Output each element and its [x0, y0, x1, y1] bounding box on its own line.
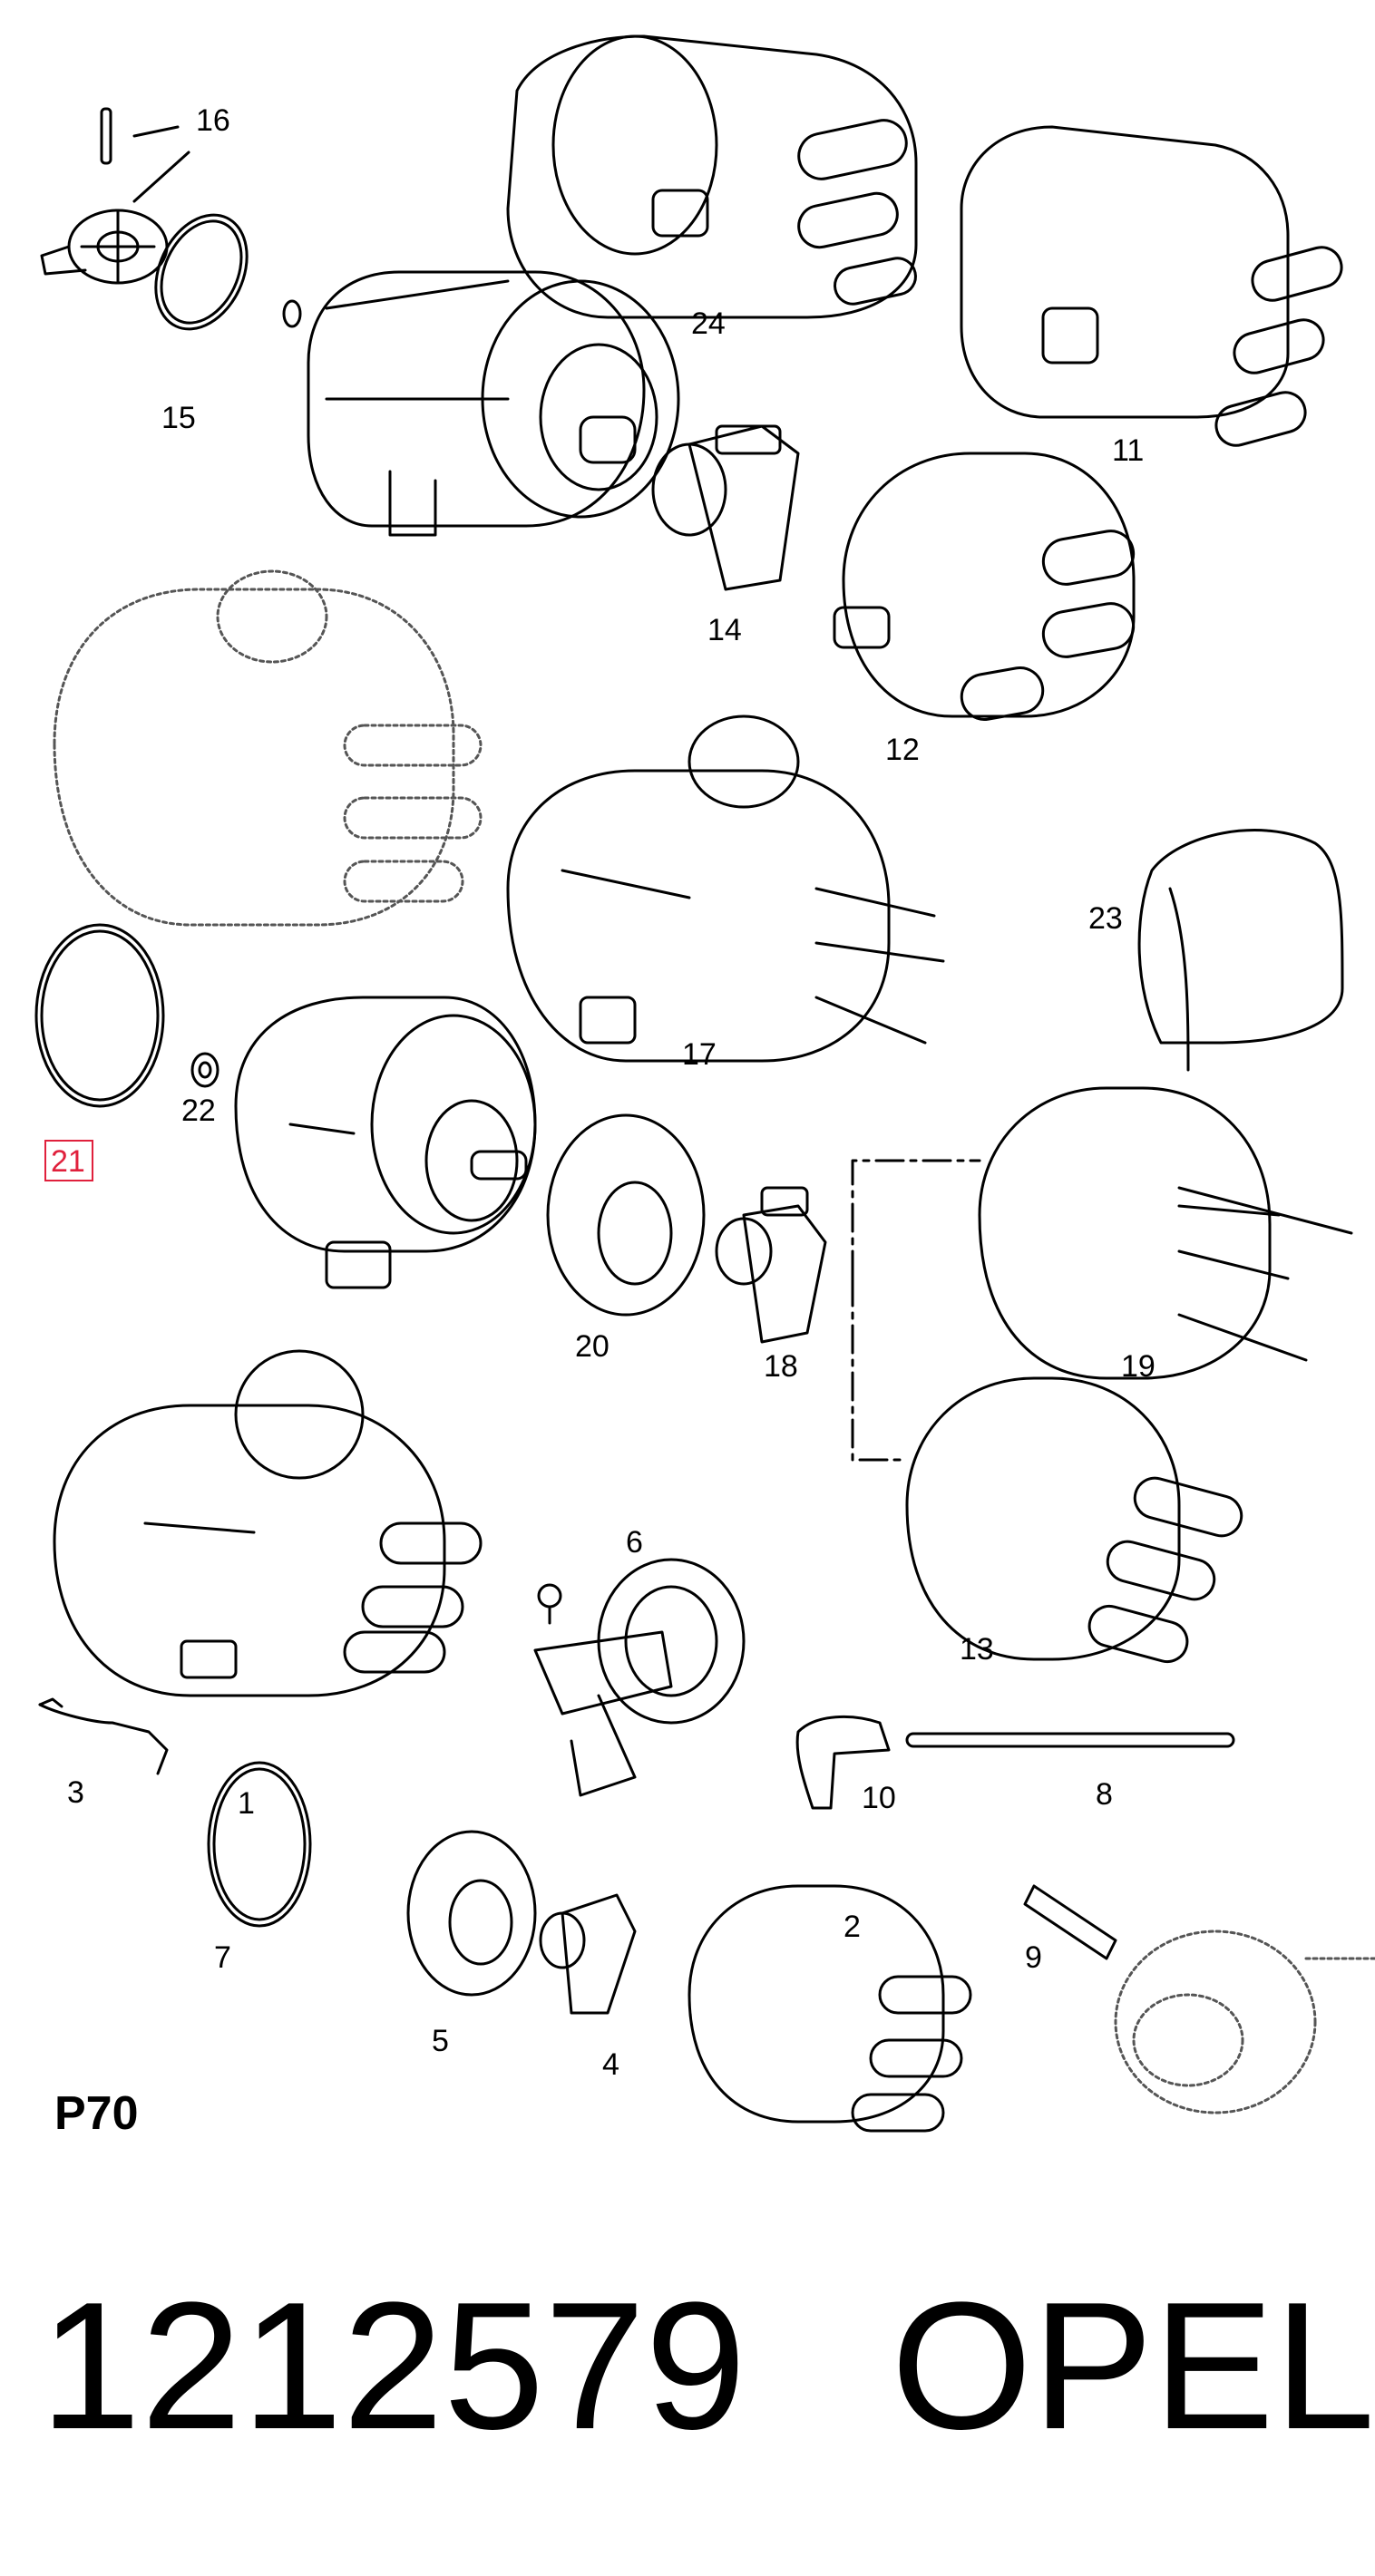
callout-3: 3: [67, 1775, 84, 1810]
callout-23: 23: [1088, 901, 1123, 936]
part-3-clip: [38, 1697, 169, 1775]
part-7-seal-ring: [207, 1761, 312, 1928]
sheet-code: P70: [54, 2087, 139, 2140]
callout-2: 2: [844, 1910, 861, 1944]
callout-8: 8: [1096, 1777, 1113, 1812]
part-20-dust-shield: [546, 1113, 706, 1317]
part-4-rotor: [539, 1893, 637, 2015]
part-19-distributor-cap: [978, 1086, 1353, 1380]
brand-name: OPEL: [891, 2265, 1375, 2467]
callout-9: 9: [1025, 1940, 1042, 1975]
part-ghost-vacuum-unit: [1114, 1930, 1375, 2114]
part-distributor-middle: [234, 996, 537, 1289]
part-14-rotor: [651, 424, 800, 591]
callout-19: 19: [1121, 1349, 1156, 1384]
part-5-dust-shield: [406, 1830, 537, 1997]
callout-11: 11: [1112, 433, 1144, 468]
callout-21-highlight-box: [44, 1140, 93, 1181]
part-24-distributor-assembly: [506, 34, 918, 319]
part-distributor-upper: [307, 270, 680, 537]
part-22-washer: [190, 1052, 219, 1088]
callout-22: 22: [181, 1094, 216, 1128]
part-15-seal-ring: [154, 213, 302, 331]
callout-4: 4: [602, 2047, 619, 2082]
callout-14: 14: [707, 613, 742, 647]
exploded-parts-diagram: 1 2 3 4 5 6 7 8 9 10 11 12 13 14 15 16 1…: [34, 34, 1375, 2140]
leader-line-caps: [851, 1159, 981, 1462]
part-21-seal-ring: [34, 923, 165, 1108]
callout-20: 20: [575, 1329, 609, 1364]
part-18-rotor: [715, 1186, 827, 1344]
callout-1: 1: [238, 1786, 255, 1821]
callout-16: 16: [196, 103, 230, 138]
callout-12: 12: [885, 733, 920, 767]
part-13-distributor-cap: [905, 1376, 1243, 1664]
part-16-pin-and-plate: [40, 107, 190, 285]
part-2-distributor-cap: [688, 1884, 972, 2133]
part-9-hose: [1023, 1884, 1117, 1960]
part-1-distributor: [53, 1349, 483, 1697]
callout-labels: 1 2 3 4 5 6 7 8 9 10 11 12 13 14 15 16 1…: [44, 103, 1156, 2140]
part-6-vacuum-unit: [533, 1558, 746, 1797]
part-12-distributor-cap: [833, 452, 1136, 721]
part-8-hose: [905, 1732, 1235, 1748]
callout-17: 17: [682, 1037, 717, 1072]
callout-13: 13: [960, 1632, 994, 1667]
callout-5: 5: [432, 2024, 449, 2058]
callout-6: 6: [626, 1525, 643, 1560]
callout-7: 7: [214, 1940, 231, 1975]
callout-24: 24: [691, 306, 726, 341]
part-11-distributor-cap: [960, 125, 1343, 447]
callout-21: 21: [51, 1144, 85, 1179]
part-10-elbow: [795, 1715, 891, 1810]
footer: 1212579 OPEL: [0, 2249, 1375, 2484]
callout-18: 18: [764, 1349, 798, 1384]
part-23-cover: [1137, 829, 1344, 1072]
callout-15: 15: [161, 401, 196, 435]
callout-10: 10: [862, 1781, 896, 1815]
part-17-distributor: [506, 714, 945, 1063]
part-number: 1212579: [40, 2265, 746, 2467]
part-ghost-distributor: [53, 569, 483, 927]
